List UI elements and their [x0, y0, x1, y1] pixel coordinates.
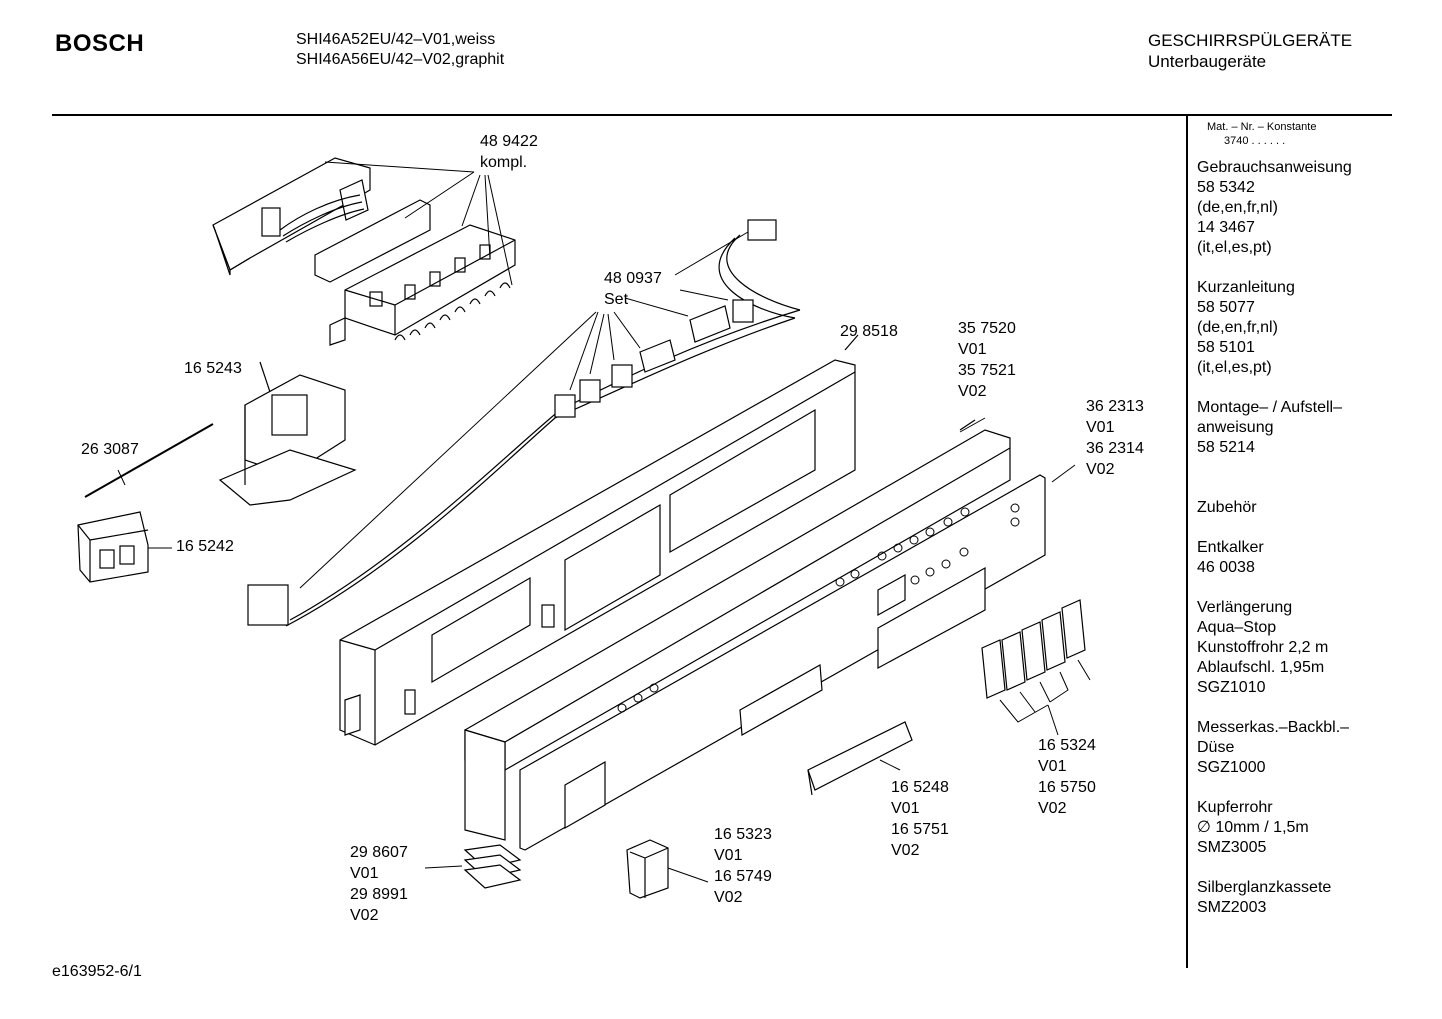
push-buttons-drawing	[981, 599, 1091, 736]
sidebar-line: Messerkas.–Backbl.–	[1197, 719, 1350, 736]
leaders-489422	[324, 161, 513, 286]
sidebar-line: Montage– / Aufstell–	[1197, 399, 1342, 416]
spacer-stack-drawing	[424, 844, 522, 889]
sidebar-line: 46 0038	[1197, 559, 1255, 576]
sidebar-line: Düse	[1197, 739, 1235, 756]
sidebar-line: 14 3467	[1197, 219, 1255, 236]
sidebar-line	[1197, 458, 1387, 478]
label-165243: 16 5243	[184, 360, 242, 377]
sidebar-line: Kunstoffrohr 2,2 m	[1197, 639, 1329, 656]
sidebar-divider	[1186, 114, 1188, 968]
rod-drawing	[84, 423, 214, 498]
sidebar-block: Gebrauchsanweisung 58 5342 (de,en,fr,nl) 14…	[1197, 158, 1387, 258]
cover-strip-drawing	[807, 721, 913, 796]
model-line-1: SHI46A52EU/42–V01,weiss	[296, 31, 496, 48]
label-263087: 26 3087	[81, 441, 139, 458]
diagram-reference: e163952-6/1	[52, 963, 142, 980]
exploded-parts-diagram	[77, 157, 1091, 899]
category-line-1: GESCHIRRSPÜLGERÄTE	[1148, 31, 1353, 50]
sidebar-block: Kurzanleitung 58 5077 (de,en,fr,nl) 58 5101…	[1197, 278, 1387, 378]
sidebar-line: 58 5214	[1197, 439, 1255, 456]
sidebar-line: (de,en,fr,nl)	[1197, 319, 1278, 336]
knob-cap-drawing	[626, 839, 709, 899]
sidebar-line: Gebrauchsanweisung	[1197, 159, 1352, 176]
label-298518: 29 8518	[840, 323, 898, 340]
header-divider	[52, 114, 1392, 116]
sidebar-line: SGZ1000	[1197, 759, 1266, 776]
sidebar-line: SGZ1010	[1197, 679, 1266, 696]
switch-drawing	[77, 511, 172, 583]
mat-nr-label: Mat. – Nr. – Konstante	[1207, 121, 1317, 133]
sidebar-line: 58 5101	[1197, 339, 1255, 356]
sidebar-line: 58 5342	[1197, 179, 1255, 196]
sidebar-line: (it,el,es,pt)	[1197, 239, 1272, 256]
sidebar-blocks: Gebrauchsanweisung 58 5342 (de,en,fr,nl) 14…	[1197, 158, 1387, 918]
front-panel-drawing	[464, 419, 1011, 841]
label-165242: 16 5242	[176, 538, 234, 555]
model-line-2: SHI46A56EU/42–V02,graphit	[296, 51, 505, 68]
wiring-harness-drawing	[247, 219, 801, 627]
brand-logo: BOSCH	[55, 30, 145, 57]
sidebar-line: SMZ2003	[1197, 899, 1267, 916]
sidebar-line: Kurzanleitung	[1197, 279, 1295, 296]
sidebar-line: SMZ3005	[1197, 839, 1267, 856]
model-list: SHI46A52EU/42–V01,weiss SHI46A56EU/42–V0…	[296, 30, 504, 70]
sidebar-line: (it,el,es,pt)	[1197, 359, 1272, 376]
fascia-buttons	[617, 503, 1020, 713]
sidebar-line: Entkalker	[1197, 539, 1264, 556]
sidebar-line: Silberglanzkassete	[1197, 879, 1332, 896]
sidebar-block: Entkalker 46 0038	[1197, 538, 1387, 578]
leaders-480937	[299, 231, 749, 589]
sidebar-line: (de,en,fr,nl)	[1197, 199, 1278, 216]
control-module-drawing	[212, 157, 516, 346]
mat-nr-constant: 3740 . . . . . .	[1224, 135, 1286, 147]
accessories-sidebar: Mat. – Nr. – Konstante 3740 . . . . . . …	[1197, 120, 1387, 938]
sidebar-line: Verlängerung	[1197, 599, 1293, 616]
control-fascia-drawing	[519, 464, 1076, 851]
category-line-2: Unterbaugeräte	[1148, 52, 1267, 71]
sidebar-line: ∅ 10mm / 1,5m	[1197, 819, 1309, 836]
sidebar-line: Zubehör	[1197, 499, 1257, 516]
sidebar-block: Montage– / Aufstell– anweisung 58 5214	[1197, 398, 1387, 478]
sidebar-line: Ablaufschl. 1,95m	[1197, 659, 1325, 676]
sidebar-line: anweisung	[1197, 419, 1274, 436]
sidebar-line: Aqua–Stop	[1197, 619, 1277, 636]
frame-drawing	[339, 334, 859, 746]
appliance-category: GESCHIRRSPÜLGERÄTE Unterbaugeräte	[1148, 30, 1352, 72]
sidebar-block: Zubehör	[1197, 498, 1387, 518]
switch-housing-drawing	[218, 361, 357, 506]
sidebar-line: Kupferrohr	[1197, 799, 1273, 816]
sidebar-line: 58 5077	[1197, 299, 1255, 316]
